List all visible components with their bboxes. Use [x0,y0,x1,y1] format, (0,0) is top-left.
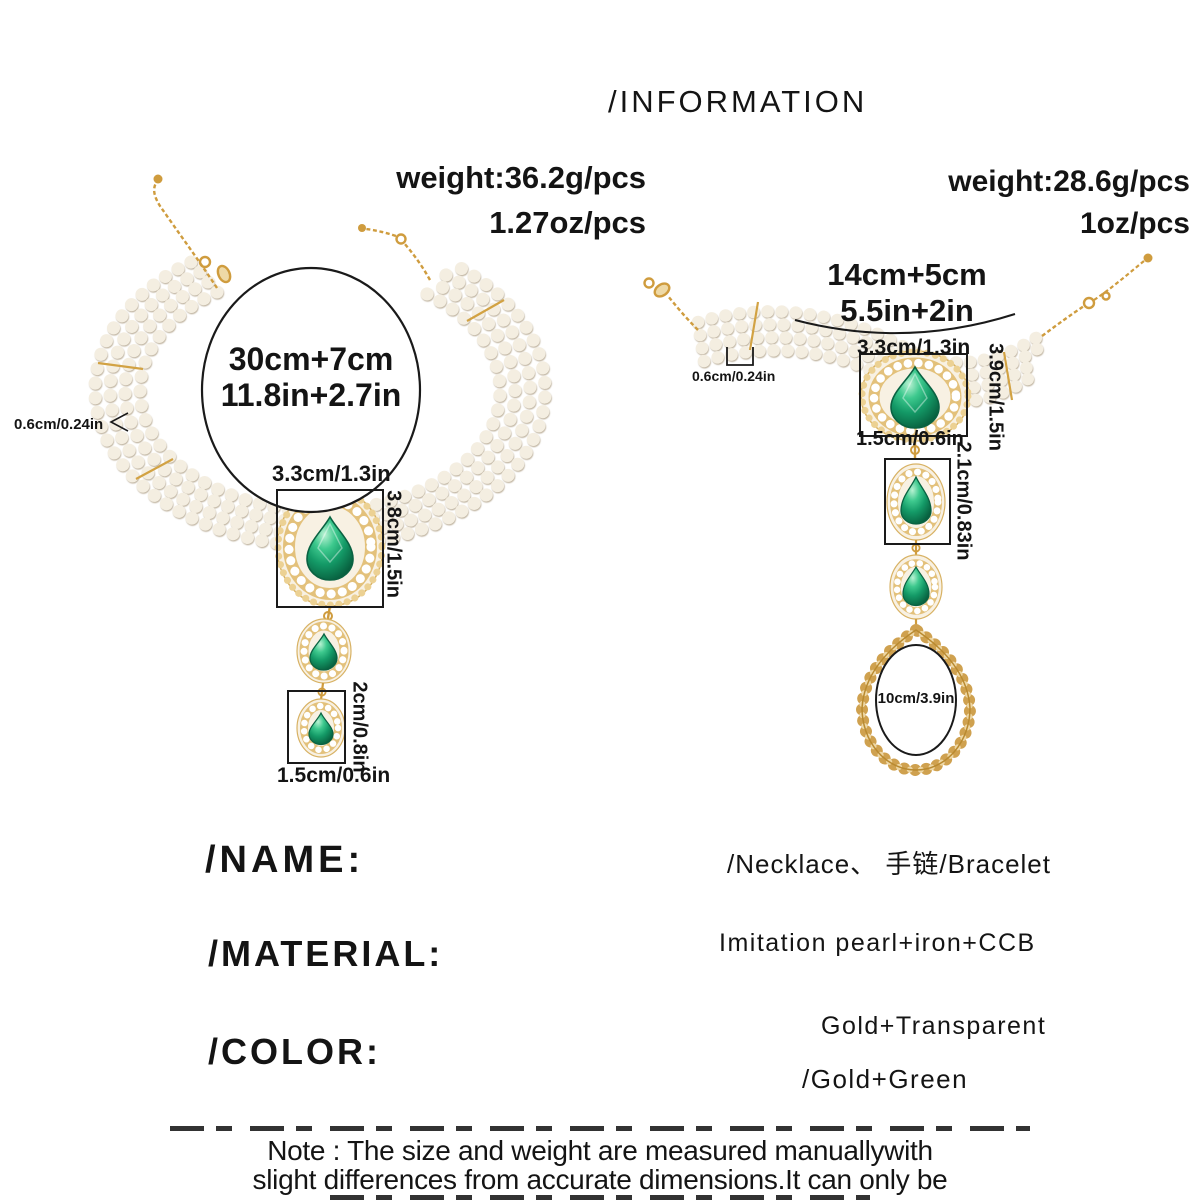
left-weight: weight:36.2g/pcs 1.27oz/pcs [378,155,646,245]
right-drop-measure-box [884,458,951,545]
clipped-text-row-bottom [330,1195,870,1200]
right-bead-bracket [726,347,754,366]
left-drop-measure-box [287,690,346,764]
chain-length-circle [200,266,422,514]
clipped-text-row-top [170,1126,1030,1131]
right-bracelet-illustration [643,253,1153,776]
note-line-2: slight differences from accurate dimensi… [252,1164,948,1195]
loop-measure-oval [875,644,957,756]
left-weight-grams: weight:36.2g/pcs [396,160,646,195]
color-label: /COLOR: [208,1031,381,1072]
name-value: /Necklace、 手链/Bracelet [727,849,1051,879]
left-pendant-width-label: 3.3cm/1.3in [272,461,391,486]
note-line-1: Note : The size and weight are measured … [267,1135,933,1166]
measurement-annotations [109,266,1016,764]
color-value-1: Gold+Transparent [821,1012,1047,1040]
right-chain-length-label: 14cm+5cm 5.5in+2in [827,257,987,328]
right-pendant-width-label: 3.3cm/1.3in [857,336,971,359]
material-value: Imitation pearl+iron+CCB [719,929,1036,957]
right-bead-size-label: 0.6cm/0.24in [692,368,776,384]
right-drop-width-label: 1.5cm/0.6in [856,428,964,450]
right-weight: weight:28.6g/pcs 1oz/pcs [924,161,1190,245]
left-chain-length-label: 30cm+7cm 11.8in+2.7in [220,341,402,413]
right-chain-measure-curve [794,313,1016,335]
right-weight-grams: weight:28.6g/pcs [948,165,1190,198]
name-label: /NAME: [205,839,365,881]
page-title: /INFORMATION [608,84,868,119]
left-bead-pointer [109,412,129,432]
left-pendant-measure-box [276,489,384,608]
left-pendant-height-label: 3.8cm/1.5in [382,490,405,598]
color-value-2: /Gold+Green [802,1064,969,1094]
loop-size-label: 10cm/3.9in [877,690,955,707]
left-weight-oz: 1.27oz/pcs [489,205,646,240]
material-label: /MATERIAL: [208,933,444,974]
left-drop-width-label: 1.5cm/0.6in [277,764,391,787]
right-weight-oz: 1oz/pcs [1079,207,1190,240]
right-drop-height-label: 2.1cm/0.83in [952,441,975,561]
right-pendant-measure-box [859,353,968,437]
left-bead-size-label: 0.6cm/0.24in [14,416,104,433]
left-drop-height-label: 2cm/0.8in [348,681,371,773]
right-pendant-height-label: 3.9cm/1.5in [984,343,1007,451]
note-text: Note : The size and weight are measured … [150,1136,1050,1194]
